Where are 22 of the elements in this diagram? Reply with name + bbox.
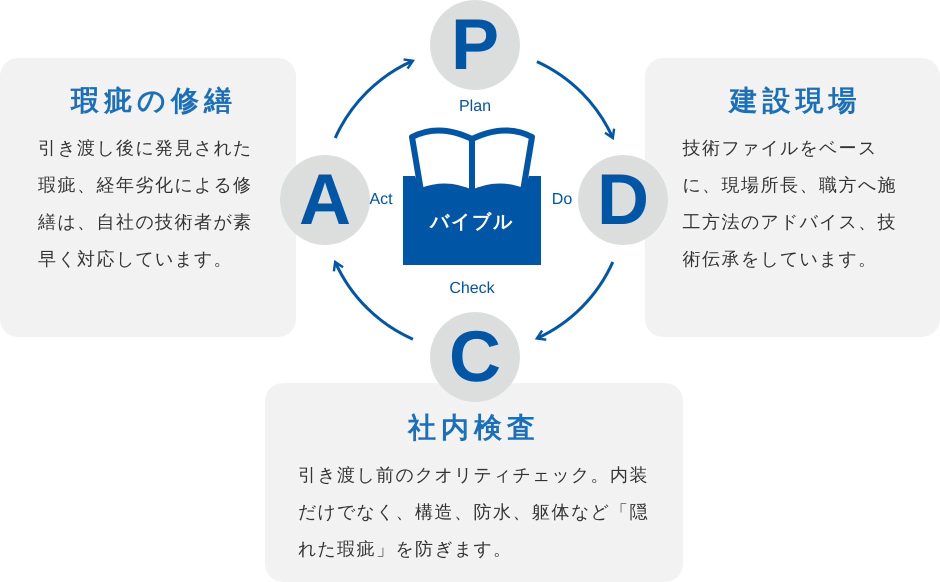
phase-label: Plan: [458, 98, 492, 116]
card-description: 引き渡し前のクオリティチェック。内装だけでなく、構造、防水、躯体など「隠れた瑕疵」を防ぎます。: [298, 464, 650, 562]
phase-letter: A: [299, 164, 351, 236]
cycle-arrow: [333, 260, 414, 341]
phase-letter: C: [449, 321, 501, 393]
phase-label: Check: [449, 280, 495, 298]
description-card: [265, 383, 683, 582]
phase-label: Do: [552, 191, 572, 209]
card-heading: 社内検査: [408, 410, 540, 446]
card-description: 引き渡し後に発見された瑕疵、経年劣化による修繕は、自社の技術者が素早く対応しています。: [38, 137, 254, 272]
description-card: [645, 58, 940, 337]
phase-label: Act: [369, 191, 393, 209]
cycle-arrow: [334, 58, 414, 139]
cycle-arrow: [536, 261, 614, 340]
card-heading: 建設現場: [730, 83, 862, 119]
book-label: バイブル: [428, 210, 515, 235]
phase-letter: P: [450, 9, 500, 81]
card-description: 技術ファイルをベースに、現場所長、職方へ施工方法のアドバイス、技術伝承をしています。: [682, 137, 898, 272]
description-card: [0, 58, 296, 337]
phase-letter: D: [597, 164, 649, 236]
cycle-arrow: [536, 60, 615, 140]
card-heading: 瑕疵の修繕: [71, 83, 237, 119]
